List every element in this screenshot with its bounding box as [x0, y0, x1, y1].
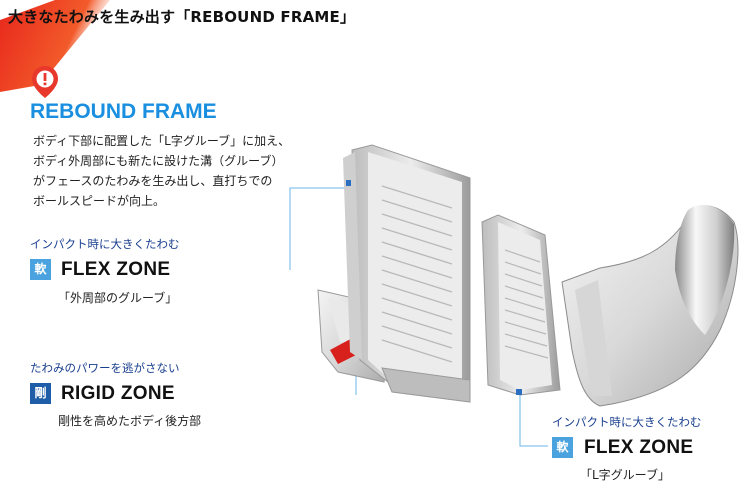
description-line: がフェースのたわみを生み出し、直打ちでの	[33, 174, 273, 188]
soft-badge: 軟	[30, 259, 51, 280]
soft-badge: 軟	[552, 437, 573, 458]
rigid-zone-caption: たわみのパワーを逃がさない	[30, 361, 180, 375]
page-title: 大きなたわみを生み出す「REBOUND FRAME」	[8, 8, 356, 26]
flex-zone-outer-caption: インパクト時に大きくたわむ	[30, 237, 180, 251]
rigid-zone-subtitle: 剛性を高めたボディ後方部	[58, 414, 202, 428]
rigid-zone-title: RIGID ZONE	[61, 383, 175, 404]
description-line: ボディ外周部にも新たに設けた溝（グルーブ）	[33, 154, 284, 168]
description-line: ボディ下部に配置した「L字グルーブ」に加え、	[33, 134, 291, 148]
rigid-badge: 剛	[30, 383, 51, 404]
description-line: ボールスピードが向上。	[33, 194, 166, 208]
corner-accent	[0, 0, 110, 92]
flex-zone-l-caption: インパクト時に大きくたわむ	[552, 415, 702, 429]
description: ボディ下部に配置した「L字グルーブ」に加え、 ボディ外周部にも新たに設けた溝（グ…	[33, 131, 290, 211]
headline: REBOUND FRAME	[30, 100, 217, 123]
flex-zone-l-subtitle: 「L字グルーブ」	[580, 468, 670, 482]
flex-zone-l-title: FLEX ZONE	[584, 437, 694, 458]
flex-zone-outer-subtitle: 「外周部のグルーブ」	[58, 291, 178, 305]
flex-zone-outer-title: FLEX ZONE	[61, 259, 171, 280]
alert-pin-icon	[32, 66, 58, 98]
